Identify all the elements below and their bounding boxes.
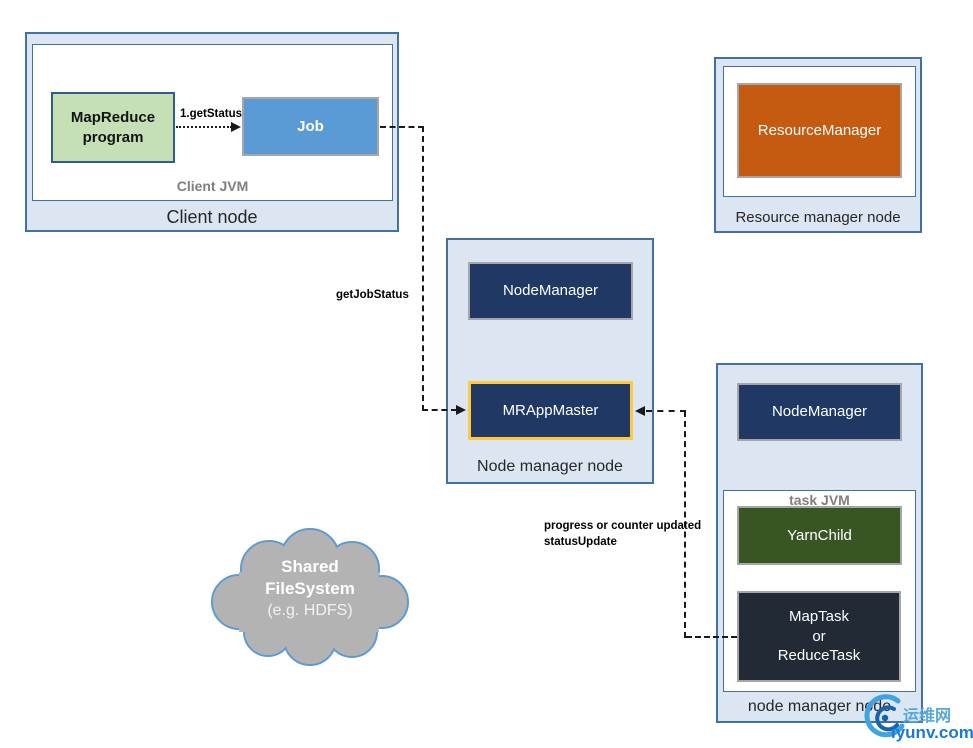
task-nodemanager-box: NodeManager: [737, 383, 902, 441]
cloud-label-line2: FileSystem: [265, 579, 355, 598]
getjobstatus-connector-bottom: [422, 409, 457, 411]
shared-filesystem-cloud-icon: [211, 528, 409, 666]
mapreduce-program-box: MapReduce program: [51, 92, 175, 163]
cloud-label-line1: Shared: [281, 557, 339, 576]
job-box: Job: [242, 97, 379, 156]
getjobstatus-label: getJobStatus: [336, 289, 409, 301]
mrappmaster-box: MRAppMaster: [468, 381, 633, 440]
progress-arrowhead-icon: [635, 406, 645, 416]
nodemanager-box: NodeManager: [468, 262, 633, 320]
task-jvm-title: task JVM: [789, 492, 850, 508]
getjobstatus-connector-top: [380, 126, 424, 128]
watermark-logo-icon: [864, 694, 905, 738]
yarnchild-box: YarnChild: [737, 506, 902, 565]
node-manager-node-title: Node manager node: [477, 458, 623, 475]
progress-connector-vertical: [684, 411, 686, 638]
progress-connector-top: [646, 410, 686, 412]
progress-label-line1: progress or counter updated: [544, 520, 702, 532]
getjobstatus-connector-vertical: [422, 126, 424, 411]
cloud-label-line3: (e.g. HDFS): [267, 602, 353, 619]
or-line: or: [812, 627, 826, 645]
progress-connector-bottom: [686, 636, 737, 638]
cloud-label: Shared FileSystem (e.g. HDFS): [204, 556, 416, 622]
watermark-domain: iyunv.com: [891, 723, 973, 742]
task-node-title: node manager node: [747, 698, 892, 715]
progress-label-line2: statusUpdate: [544, 536, 617, 548]
resource-manager-node-title: Resource manager node: [735, 209, 901, 226]
getstatus-label: 1.getStatus: [180, 108, 242, 120]
client-node-title: Client node: [166, 207, 258, 227]
reducetask-line: ReduceTask: [777, 647, 861, 665]
getstatus-arrowhead-icon: [231, 122, 241, 132]
resourcemanager-box: ResourceManager: [737, 83, 902, 178]
client-jvm-title: Client JVM: [176, 178, 249, 194]
maptask-reducetask-box: MapTask or ReduceTask: [737, 591, 901, 682]
maptask-line: MapTask: [788, 608, 850, 626]
watermark-site-name: 运维网: [903, 708, 952, 725]
getjobstatus-arrowhead-icon: [456, 405, 466, 415]
getstatus-arrow-line: [176, 126, 232, 128]
